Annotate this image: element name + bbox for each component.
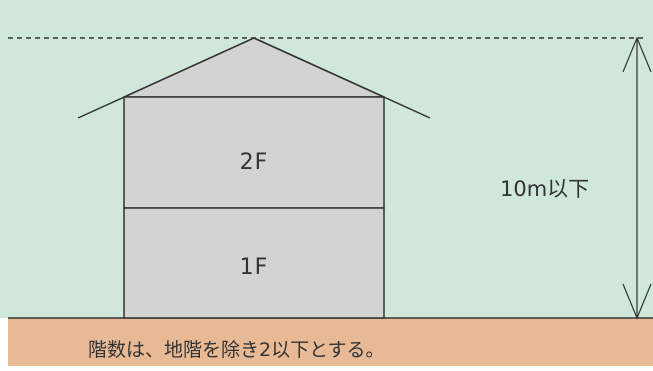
height-arrow-head-bottom: [622, 283, 652, 320]
height-arrow-head-top: [622, 36, 652, 73]
second-floor-label: 2F: [239, 150, 269, 175]
floor-count-caption: 階数は、地階を除き2以下とする。: [88, 339, 385, 361]
ground: [8, 318, 653, 366]
roof-eave-left: [77, 37, 255, 119]
second-floor: [123, 96, 385, 209]
first-floor-label: 1F: [239, 255, 269, 280]
height-limit-label: 10m以下: [500, 177, 590, 201]
roof-eave-right: [253, 37, 431, 119]
first-floor: [123, 207, 385, 319]
